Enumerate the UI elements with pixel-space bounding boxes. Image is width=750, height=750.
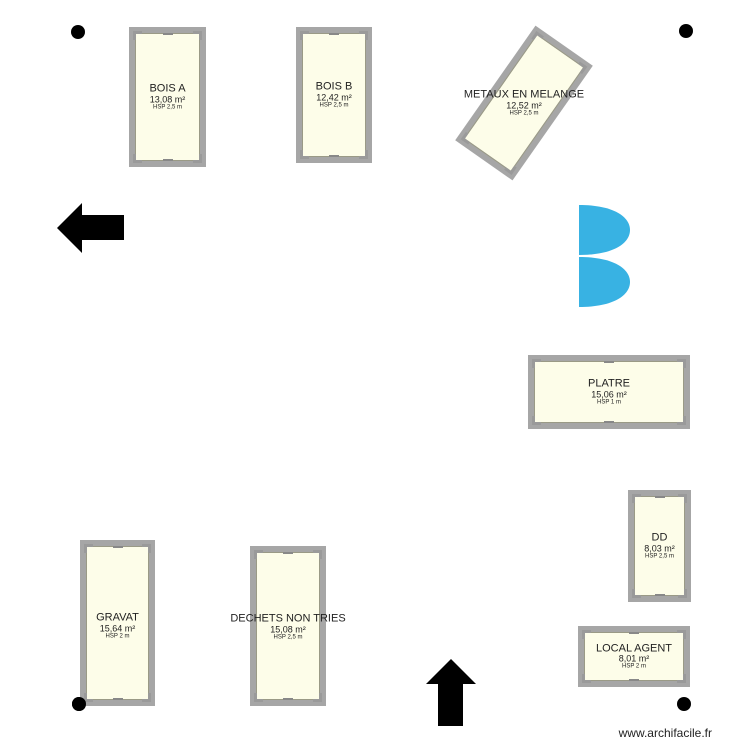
- room-dd[interactable]: DD 8,03 m² HSP 2,5 m: [628, 490, 691, 602]
- room-area: 8,01 m²: [618, 653, 650, 664]
- room-dechets-non-tries[interactable]: [250, 546, 326, 706]
- room-area: 15,08 m²: [270, 623, 306, 634]
- post-dot-icon: [72, 697, 86, 711]
- post-dot-icon: [71, 25, 85, 39]
- post-dot-icon: [677, 697, 691, 711]
- room-height: HSP 2,5 m: [319, 102, 349, 109]
- room-label: LOCAL AGENT 8,01 m² HSP 2 m: [595, 641, 673, 670]
- room-label-dechets: DECHETS NON TRIES 15,08 m² HSP 2,5 m: [230, 612, 346, 641]
- room-name: GRAVAT: [96, 611, 139, 624]
- room-name: BOIS B: [315, 80, 353, 93]
- room-name: DD: [651, 531, 668, 544]
- room-height: HSP 2 m: [622, 663, 646, 670]
- room-area: 15,64 m²: [99, 623, 136, 634]
- room-height: HSP 2,5 m: [509, 110, 539, 117]
- double-door-icon: [579, 205, 630, 307]
- room-height: HSP 2,5 m: [153, 104, 182, 111]
- room-area: 8,03 m²: [644, 542, 675, 553]
- room-label: GRAVAT 15,64 m² HSP 2 m: [96, 611, 139, 640]
- room-label: BOIS B 12,42 m² HSP 2,5 m: [315, 80, 353, 109]
- post-dot-icon: [679, 24, 693, 38]
- arrow-up-icon: [426, 659, 476, 726]
- room-height: HSP 1 m: [597, 399, 621, 406]
- room-label: DD 8,03 m² HSP 2,5 m: [644, 531, 675, 560]
- room-name: DECHETS NON TRIES: [230, 612, 346, 625]
- room-area: 15,06 m²: [591, 388, 627, 399]
- room-gravat[interactable]: GRAVAT 15,64 m² HSP 2 m: [80, 540, 155, 706]
- room-area: 12,42 m²: [316, 91, 352, 102]
- room-bois-a[interactable]: BOIS A 13,08 m² HSP 2,5 m: [129, 27, 206, 167]
- room-name: METAUX EN MELANGE: [463, 88, 585, 101]
- watermark: www.archifacile.fr: [618, 726, 712, 740]
- room-name: LOCAL AGENT: [595, 641, 673, 654]
- room-bois-b[interactable]: BOIS B 12,42 m² HSP 2,5 m: [296, 27, 372, 163]
- room-label: PLATRE 15,06 m² HSP 1 m: [588, 377, 630, 406]
- room-label-metaux: METAUX EN MELANGE 12,52 m² HSP 2,5 m: [463, 88, 585, 117]
- room-height: HSP 2 m: [105, 633, 130, 640]
- room-height: HSP 2,5 m: [645, 553, 674, 560]
- arrow-left-icon: [57, 203, 124, 253]
- room-area: 13,08 m²: [149, 93, 186, 104]
- room-area: 12,52 m²: [506, 99, 542, 110]
- room-name: BOIS A: [149, 82, 186, 95]
- room-local-agent[interactable]: LOCAL AGENT 8,01 m² HSP 2 m: [578, 626, 690, 687]
- room-height: HSP 2,5 m: [273, 634, 303, 641]
- room-label: BOIS A 13,08 m² HSP 2,5 m: [149, 82, 186, 111]
- room-name: PLATRE: [588, 377, 630, 390]
- room-platre[interactable]: PLATRE 15,06 m² HSP 1 m: [528, 355, 690, 429]
